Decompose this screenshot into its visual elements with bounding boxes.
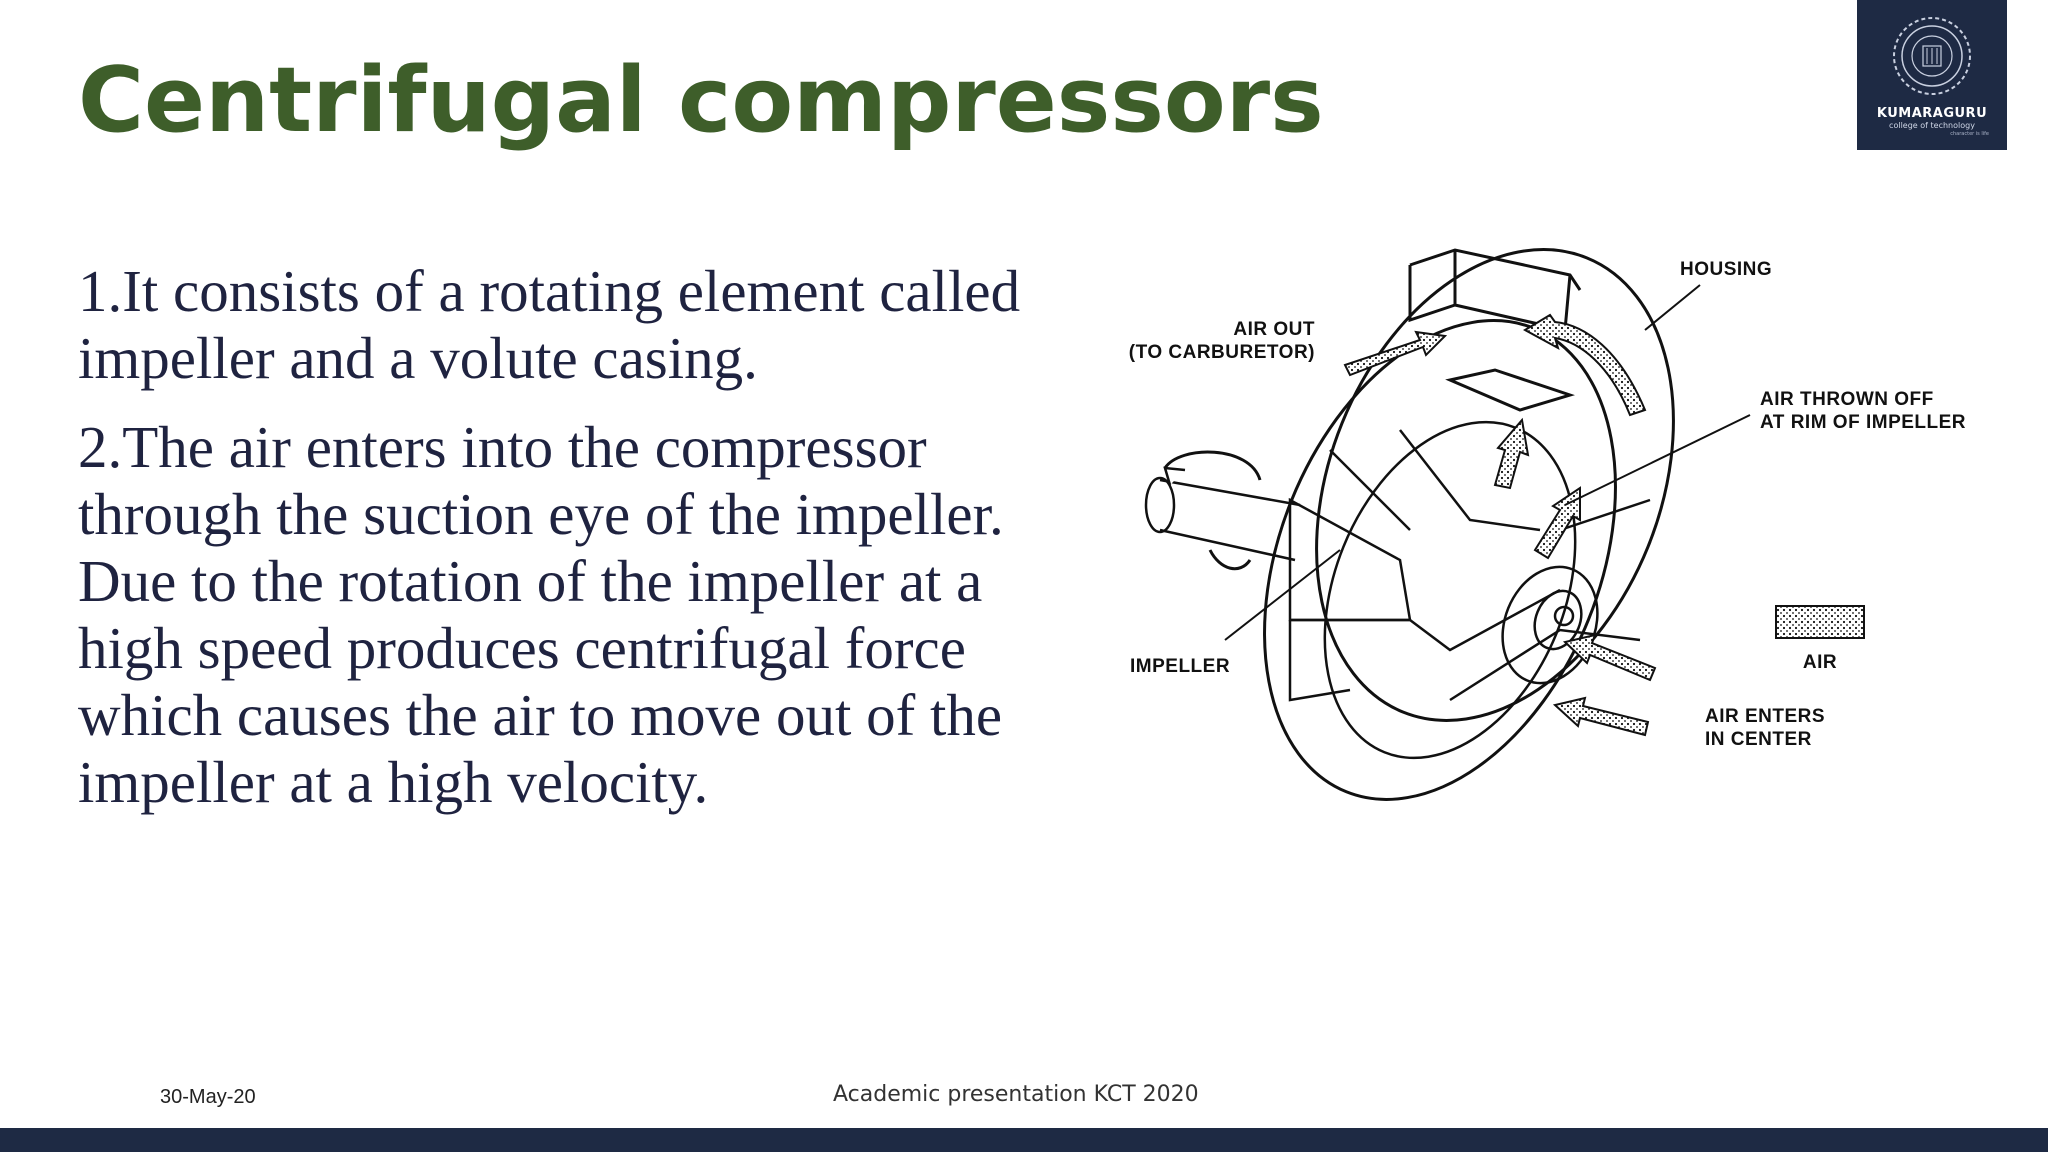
hub-shape: [1501, 565, 1599, 685]
compressor-diagram: HOUSING AIR OUT (TO CARBURETOR) AIR THRO…: [1129, 248, 1966, 801]
footer-date: 30-May-20: [160, 1086, 256, 1108]
air-legend-box: [1775, 605, 1865, 639]
label-air-enters: AIR ENTERS: [1705, 706, 1825, 727]
logo-name: KUMARAGURU: [1876, 106, 1988, 121]
seal-icon: [1893, 17, 1971, 95]
label-housing: HOUSING: [1680, 259, 1772, 280]
logo-subtitle: college of technology: [1889, 121, 1975, 130]
footer-text: Academic presentation KCT 2020: [833, 1082, 1199, 1107]
air-enter-arrow-2: [1552, 696, 1650, 737]
label-air-thrown-rim: AT RIM OF IMPELLER: [1760, 412, 1966, 433]
bullet-point-2: 2.The air enters into the compressor thr…: [78, 414, 1004, 815]
slide-title: Centrifugal compressors: [78, 48, 1324, 153]
label-air-thrown: AIR THROWN OFF: [1760, 389, 1934, 410]
bullet-point-1: 1.It consists of a rotating element call…: [78, 258, 1021, 391]
label-air-out-carburetor: (TO CARBURETOR): [1129, 342, 1315, 363]
shaft-shape: [1144, 450, 1301, 571]
airflow-arrows: [1343, 313, 1865, 737]
logo-tagline: character is life: [1950, 131, 1989, 137]
label-impeller: IMPELLER: [1130, 656, 1230, 677]
label-air-enters-center: IN CENTER: [1705, 729, 1812, 750]
college-logo: KUMARAGURU college of technology charact…: [1857, 0, 2007, 150]
air-thrown-arrow-2: [1533, 486, 1581, 560]
bottom-bar: [0, 1128, 2048, 1152]
air-out-arrow: [1343, 330, 1448, 377]
air-thrown-arrow-1: [1493, 417, 1530, 490]
air-thrown-arrow-top: [1522, 313, 1647, 417]
label-air: AIR: [1803, 652, 1837, 673]
leader-lines: [1224, 284, 1751, 641]
air-enter-arrow-1: [1562, 633, 1657, 682]
label-air-out: AIR OUT: [1233, 319, 1315, 340]
slide-body: 1.It consists of a rotating element call…: [78, 258, 1078, 838]
